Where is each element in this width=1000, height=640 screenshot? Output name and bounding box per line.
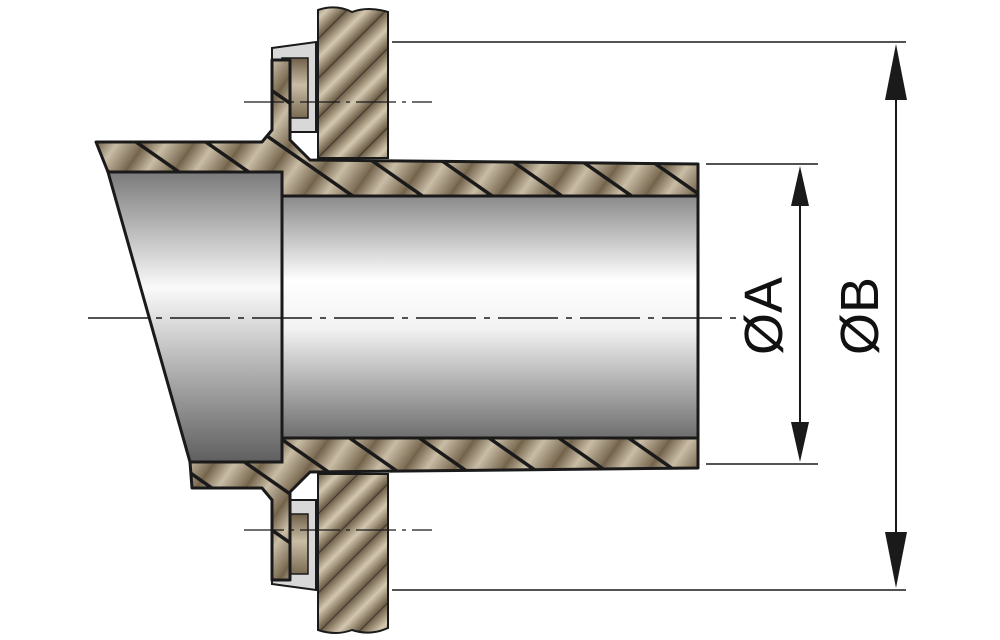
dimension-label-b: ØB [830, 277, 890, 355]
tube-bore [280, 194, 700, 440]
hull-wall-lower [317, 473, 389, 634]
dimension-line-a [791, 166, 809, 462]
dimension-label-a: ØA [734, 277, 794, 355]
hull-wall-upper [317, 6, 389, 159]
dimension-line-b [885, 44, 907, 588]
flange-bore [106, 170, 284, 464]
